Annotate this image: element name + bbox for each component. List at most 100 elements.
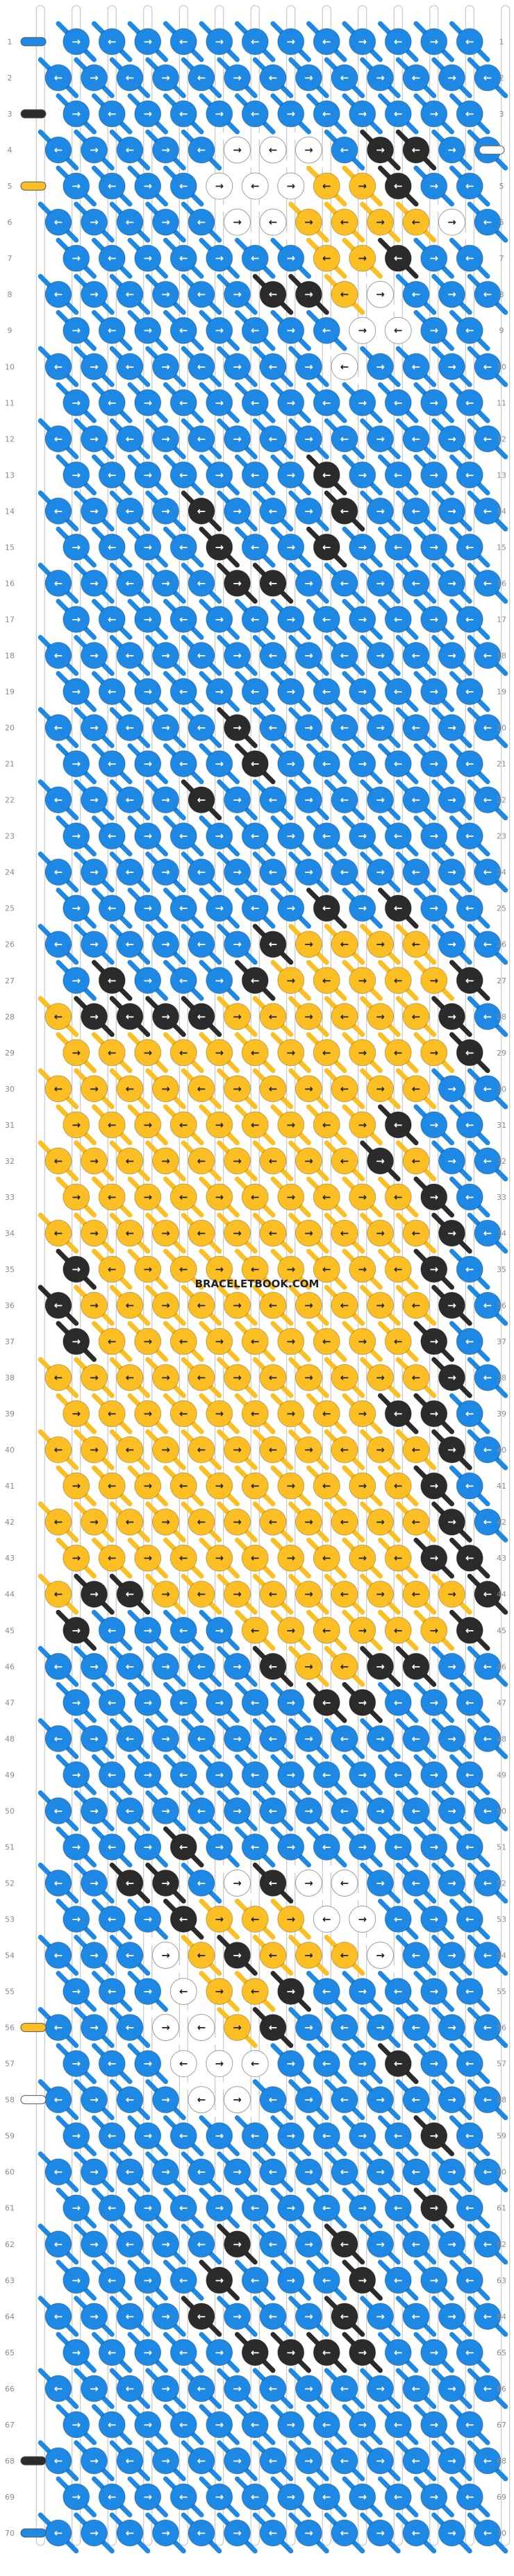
knot (241, 1328, 269, 1355)
knot-arrow-icon: → (286, 396, 295, 409)
knot (169, 461, 197, 489)
knot-arrow-icon: ← (483, 1804, 492, 1817)
knot-arrow-icon: → (90, 722, 99, 734)
knot-arrow-icon: ← (483, 505, 492, 517)
knot-arrow-icon: → (90, 649, 99, 661)
knot (277, 1039, 305, 1067)
knot (313, 1400, 340, 1427)
knot (134, 28, 162, 56)
knot-arrow-icon: ← (179, 686, 188, 698)
knot-arrow-icon: ← (54, 1876, 63, 1889)
knot-arrow-icon: ← (269, 1083, 278, 1095)
knot (349, 28, 376, 56)
knot-arrow-icon: ← (126, 1443, 135, 1456)
knot-arrow-icon: ← (108, 1263, 117, 1276)
knot (169, 1472, 197, 1500)
knot (188, 1147, 215, 1175)
knot-arrow-icon: → (72, 2130, 81, 2142)
row-number-right: 23 (497, 832, 506, 841)
knot (134, 967, 162, 994)
row-number-right: 45 (497, 1626, 506, 1635)
knot (474, 1725, 501, 1752)
knot-arrow-icon: → (286, 1768, 295, 1781)
knot (384, 1616, 412, 1644)
knot (259, 1364, 287, 1391)
knot (384, 389, 412, 416)
knot (44, 1219, 72, 1247)
knot (116, 1075, 144, 1103)
row-number-left: 10 (5, 362, 15, 371)
row-number-right: 43 (497, 1554, 506, 1563)
knot (224, 1147, 251, 1175)
knot (152, 1652, 179, 1680)
knot (81, 136, 108, 164)
knot (63, 822, 90, 850)
knot-arrow-icon: ← (412, 432, 421, 445)
knot-arrow-icon: ← (108, 2274, 117, 2287)
row-number-left: 7 (8, 254, 13, 263)
row-number-right: 56 (497, 2024, 506, 2033)
knot (134, 1039, 162, 1067)
knot-arrow-icon: ← (322, 2418, 331, 2431)
knot (349, 967, 376, 994)
knot (206, 172, 233, 200)
knot (224, 1436, 251, 1464)
knot (295, 1725, 322, 1752)
knot-arrow-icon: → (161, 1876, 170, 1889)
knot (295, 1508, 322, 1536)
knot (188, 714, 215, 742)
knot (169, 1400, 197, 1427)
knot-arrow-icon: → (215, 108, 224, 120)
knot-arrow-icon: ← (394, 1480, 403, 1492)
knot-arrow-icon: → (233, 216, 242, 228)
knot-arrow-icon: ← (322, 1480, 331, 1492)
knot-arrow-icon: ← (269, 938, 278, 951)
knot-arrow-icon: ← (394, 758, 403, 770)
knot-arrow-icon: → (304, 2022, 313, 2034)
knot-arrow-icon: → (161, 722, 170, 734)
knot-arrow-icon: → (429, 252, 438, 264)
knot (188, 931, 215, 958)
knot-arrow-icon: ← (108, 758, 117, 770)
knot-arrow-icon: ← (465, 1119, 474, 1131)
knot (188, 1436, 215, 1464)
knot-arrow-icon: → (447, 2382, 456, 2395)
knot (420, 1761, 448, 1788)
knot (331, 1580, 358, 1608)
knot (188, 353, 215, 380)
knot-arrow-icon: → (447, 1949, 456, 1962)
knot-arrow-icon: → (304, 1083, 313, 1095)
knot-arrow-icon: → (358, 1552, 367, 1564)
knot (277, 1328, 305, 1355)
knot-arrow-icon: → (447, 2166, 456, 2178)
row-number-left: 15 (5, 543, 15, 552)
knot (224, 1291, 251, 1319)
knot-arrow-icon: ← (412, 2382, 421, 2395)
knot-arrow-icon: ← (179, 1335, 188, 1348)
knot-arrow-icon: → (90, 2455, 99, 2467)
knot-arrow-icon: → (72, 2346, 81, 2359)
knot-arrow-icon: → (161, 505, 170, 517)
knot-arrow-icon: → (286, 1407, 295, 1420)
knot-arrow-icon: → (358, 2058, 367, 2070)
knot (206, 678, 233, 706)
knot-arrow-icon: → (233, 1010, 242, 1023)
row-number-left: 59 (5, 2132, 15, 2141)
knot-arrow-icon: → (304, 144, 313, 156)
knot-arrow-icon: → (161, 1227, 170, 1239)
knot (98, 750, 126, 778)
knot-arrow-icon: → (358, 1191, 367, 1203)
knot-arrow-icon: → (143, 1480, 152, 1492)
knot-arrow-icon: ← (197, 360, 206, 373)
knot-arrow-icon: ← (108, 2418, 117, 2431)
knot-arrow-icon: → (161, 288, 170, 300)
knot (81, 931, 108, 958)
knot-arrow-icon: ← (465, 2274, 474, 2287)
knot-arrow-icon: → (215, 1263, 224, 1276)
knot (81, 1652, 108, 1680)
knot (152, 1580, 179, 1608)
knot-arrow-icon: ← (251, 468, 260, 481)
knot-arrow-icon: ← (269, 1299, 278, 1312)
knot (63, 316, 90, 344)
knot-arrow-icon: → (304, 71, 313, 84)
